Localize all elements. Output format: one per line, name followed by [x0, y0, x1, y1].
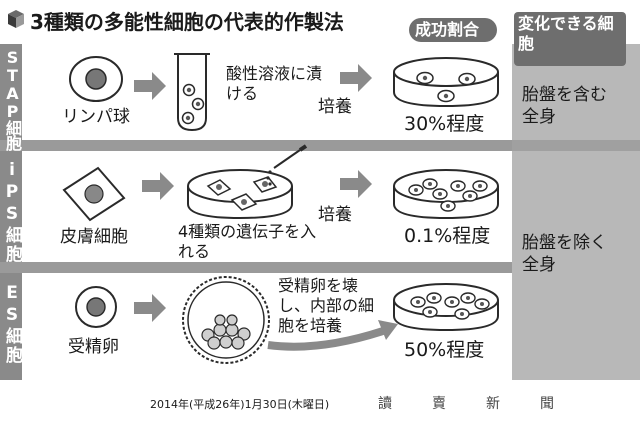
fertilized-egg-illustration — [75, 286, 117, 328]
result-label: 胎盤を除く全身 — [522, 233, 607, 276]
cube-icon — [8, 10, 24, 28]
dish-with-genes-illustration — [187, 169, 293, 220]
success-rate-header-pill — [409, 18, 497, 42]
row-name-ips: iPS細胞 — [2, 160, 22, 264]
curved-arrow — [267, 320, 398, 351]
process-label: 酸性溶液に漬ける — [226, 64, 323, 103]
can-change-header: 変化できる細胞 — [518, 14, 614, 53]
start-cell-label: 受精卵 — [68, 337, 119, 357]
embryo-illustration — [182, 276, 270, 364]
footer-strip — [0, 380, 640, 423]
start-cell-label: リンパ球 — [62, 107, 130, 127]
skin-cell-illustration — [62, 166, 126, 222]
row-band-stap — [0, 44, 22, 140]
can-change-header-box — [514, 12, 626, 66]
process-label: 受精卵を壊し、内部の細胞を培養 — [278, 276, 375, 335]
arrow — [340, 64, 372, 92]
petri-dish-ips — [393, 169, 499, 220]
row-name-stap: STAP細胞 — [3, 48, 22, 150]
test-tube-illustration — [174, 53, 210, 132]
result-column-shade — [512, 44, 640, 380]
row-divider-band — [0, 262, 512, 273]
start-cell-label: 皮膚細胞 — [60, 227, 128, 247]
infographic-title: 3種類の多能性細胞の代表的作製法 — [30, 10, 344, 34]
pipette-icon — [266, 144, 308, 186]
row-divider-band — [512, 140, 640, 151]
culture-label: 培養 — [318, 97, 352, 117]
arrow — [134, 72, 166, 100]
arrow — [134, 294, 166, 322]
row-name-es: ES細胞 — [2, 283, 22, 365]
row-band-es — [0, 273, 22, 380]
process-label: 4種類の遺伝子を入れる — [178, 222, 317, 261]
success-rate-value: 0.1%程度 — [404, 225, 491, 247]
publication-date: 2014年(平成26年)1月30日(木曜日) — [150, 398, 330, 411]
culture-label: 培養 — [318, 205, 352, 225]
row-divider-band — [0, 140, 512, 151]
success-rate-value: 50%程度 — [404, 339, 485, 361]
arrow — [340, 170, 372, 198]
success-rate-value: 30%程度 — [404, 113, 485, 135]
newspaper-masthead: 讀賣新聞 — [378, 396, 594, 412]
arrow — [142, 172, 174, 200]
petri-dish-stap — [393, 57, 499, 108]
petri-dish-es — [393, 283, 499, 332]
success-rate-header: 成功割合 — [415, 20, 480, 39]
result-label: 胎盤を含む全身 — [522, 85, 607, 128]
lymphocyte-illustration — [69, 56, 123, 102]
row-band-ips — [0, 151, 22, 262]
